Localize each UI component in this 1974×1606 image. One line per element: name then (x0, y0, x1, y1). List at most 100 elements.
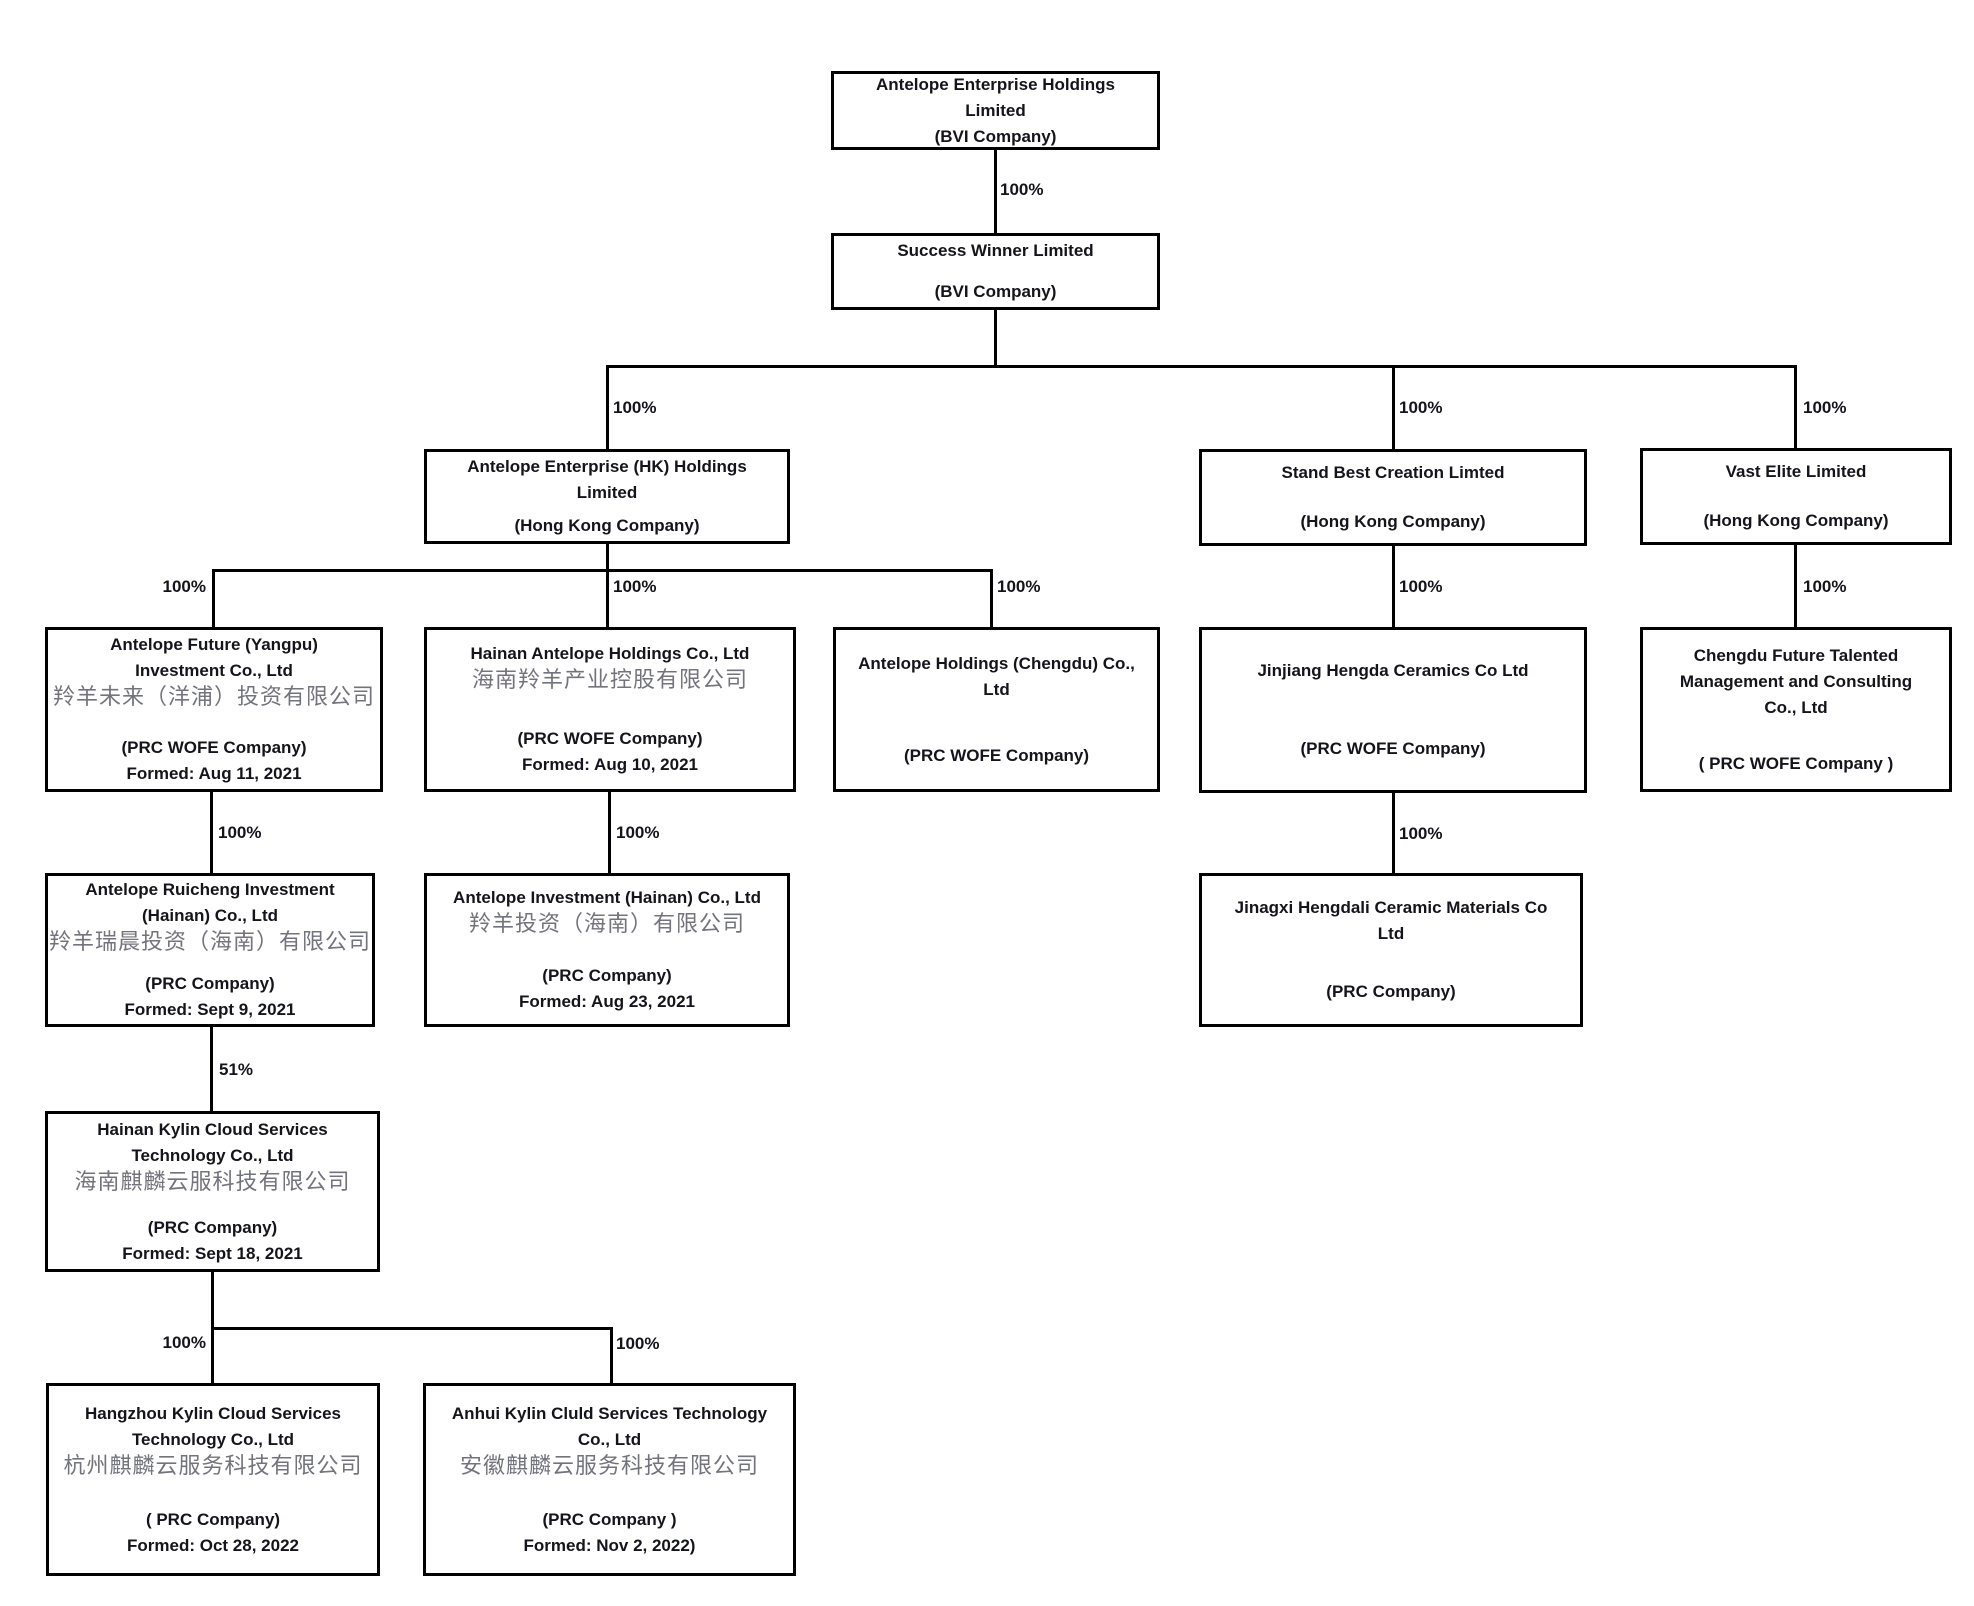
connector-line-vertical (606, 544, 609, 627)
org-node-success-winner: Success Winner Limited (BVI Company) (831, 233, 1160, 310)
ownership-percentage-label: 100% (613, 577, 657, 596)
ownership-percentage-label: 100% (613, 398, 657, 417)
org-node-antelope-investment-hainan: Antelope Investment (Hainan) Co., Ltd 羚羊投… (424, 873, 790, 1027)
connector-line-vertical (994, 310, 997, 365)
company-name-chinese: 羚羊未来（洋浦）投资有限公司 (52, 684, 375, 709)
company-name-chinese: 安徽麒麟云服务科技有限公司 (459, 1452, 759, 1478)
company-type-label: (BVI Company) (934, 282, 1057, 301)
company-name: Chengdu Future Talented (1693, 645, 1899, 665)
ownership-percentage-label: 100% (162, 577, 206, 596)
company-name-chinese: 羚羊瑞晨投资（海南）有限公司 (48, 929, 371, 954)
formed-date-label: Formed: Sept 9, 2021 (124, 1000, 296, 1019)
company-name: Hainan Antelope Holdings Co., Ltd (470, 644, 750, 663)
org-node-jinjiang-hengda-ceramics: Jinjiang Hengda Ceramics Co Ltd (PRC WOFE… (1199, 627, 1587, 793)
connector-line-vertical (610, 1327, 613, 1383)
company-type-label: (PRC Company) (145, 974, 275, 993)
company-name: Antelope Investment (Hainan) Co., Ltd (453, 888, 761, 907)
company-type-label: (PRC WOFE Company) (1300, 739, 1486, 758)
connector-line-vertical (990, 569, 993, 627)
ownership-percentage-label: 100% (1399, 824, 1443, 843)
connector-line-vertical (1392, 793, 1395, 873)
company-type-label: (PRC Company) (542, 966, 672, 985)
company-type-label: (PRC WOFE Company) (903, 745, 1090, 765)
formed-date-label: Formed: Aug 23, 2021 (518, 992, 696, 1011)
formed-date-label: Formed: Nov 2, 2022) (523, 1535, 696, 1555)
connector-line-vertical (1392, 546, 1395, 627)
company-name: Hangzhou Kylin Cloud Services (85, 1403, 341, 1423)
company-type-label: (Hong Kong Company) (514, 516, 700, 535)
connector-line-vertical (1392, 365, 1395, 449)
connector-line-horizontal (211, 1327, 613, 1330)
company-name-chinese: 杭州麒麟云服务科技有限公司 (63, 1452, 363, 1478)
connector-line-vertical (212, 569, 215, 627)
org-node-jinagxi-hengdali: Jinagxi Hengdali Ceramic Materials Co Ltd… (1199, 873, 1583, 1027)
connector-line-vertical (1794, 365, 1797, 448)
ownership-percentage-label: 100% (997, 577, 1041, 596)
connector-line-vertical (608, 792, 611, 873)
company-type-label: (BVI Company) (934, 126, 1057, 146)
company-type-label: ( PRC Company) (145, 1509, 281, 1529)
company-name: Hainan Kylin Cloud Services (97, 1119, 328, 1139)
connector-line-vertical (994, 150, 997, 233)
company-type-label: (Hong Kong Company) (1703, 511, 1889, 530)
company-name: Success Winner Limited (897, 241, 1094, 260)
org-node-hainan-antelope-holdings: Hainan Antelope Holdings Co., Ltd 海南羚羊产业控… (424, 627, 796, 792)
company-name-chinese: 海南羚羊产业控股有限公司 (471, 667, 748, 692)
company-name: Stand Best Creation Limted (1281, 463, 1505, 482)
org-node-antelope-future-yangpu: Antelope Future (Yangpu) Investment Co., … (45, 627, 383, 792)
connector-line-vertical (606, 365, 609, 449)
formed-date-label: Formed: Oct 28, 2022 (127, 1535, 299, 1555)
ownership-percentage-label: 100% (1803, 577, 1847, 596)
ownership-percentage-label: 100% (218, 823, 262, 842)
company-type-label: (PRC Company ) (542, 1509, 677, 1529)
formed-date-label: Formed: Aug 10, 2021 (521, 755, 699, 774)
connector-line-horizontal (212, 569, 993, 572)
ownership-percentage-label: 100% (1399, 398, 1443, 417)
ownership-percentage-label: 100% (162, 1333, 206, 1352)
company-name: Anhui Kylin Cluld Services Technology (451, 1403, 768, 1423)
company-type-label: (PRC WOFE Company) (517, 729, 703, 748)
company-type-label: (PRC WOFE Company) (121, 738, 307, 757)
company-name-chinese: 羚羊投资（海南）有限公司 (468, 911, 745, 936)
company-name: Antelope Holdings (Chengdu) Co., (858, 653, 1135, 673)
ownership-percentage-label: 100% (1399, 577, 1443, 596)
org-node-stand-best-creation: Stand Best Creation Limted (Hong Kong Com… (1199, 449, 1587, 546)
company-type-label: (PRC Company) (147, 1217, 278, 1237)
company-name: Jinagxi Hengdali Ceramic Materials Co (1234, 898, 1548, 917)
company-type-label: (Hainan) Co., Ltd (142, 906, 278, 925)
connector-line-horizontal (606, 365, 1797, 368)
ownership-percentage-label: 100% (1803, 398, 1847, 417)
org-node-vast-elite: Vast Elite Limited (Hong Kong Company) (1640, 448, 1952, 545)
company-name: Ltd (983, 679, 1010, 699)
company-name: Vast Elite Limited (1725, 462, 1867, 481)
company-type-label: (PRC Company) (1326, 982, 1456, 1001)
org-node-antelope-ruicheng-investment: Antelope Ruicheng Investment (Hainan) Co.… (45, 873, 375, 1027)
company-name: Antelope Future (Yangpu) (110, 635, 318, 654)
ownership-percentage-label: 100% (616, 823, 660, 842)
company-type-label: ( PRC WOFE Company ) (1698, 753, 1894, 773)
company-name: Antelope Enterprise Holdings (876, 74, 1115, 94)
company-type-label: (Hong Kong Company) (1300, 512, 1486, 531)
ownership-percentage-label: 51% (219, 1060, 254, 1079)
company-name: Investment Co., Ltd (135, 661, 293, 680)
company-name: Jinjiang Hengda Ceramics Co Ltd (1257, 661, 1529, 680)
company-name: Management and Consulting (1679, 671, 1913, 691)
company-name: Technology Co., Ltd (131, 1429, 295, 1449)
company-name: Antelope Ruicheng Investment (85, 880, 335, 899)
connector-line-vertical (210, 1027, 213, 1111)
company-name: Technology Co., Ltd (131, 1145, 294, 1165)
formed-date-label: Formed: Aug 11, 2021 (126, 764, 302, 783)
ownership-percentage-label: 100% (616, 1334, 660, 1353)
org-node-antelope-holdings-chengdu: Antelope Holdings (Chengdu) Co., Ltd (PRC … (833, 627, 1160, 792)
formed-date-label: Formed: Sept 18, 2021 (122, 1243, 303, 1263)
company-name: Ltd (1377, 924, 1405, 943)
ownership-percentage-label: 100% (1000, 180, 1044, 199)
company-name: Limited (965, 100, 1026, 120)
